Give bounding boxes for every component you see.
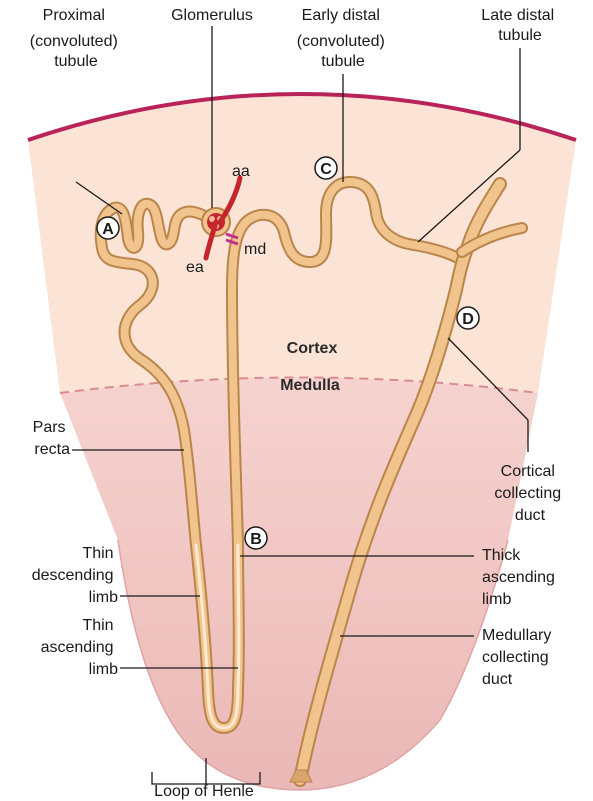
cortex-label: Cortex	[287, 340, 338, 357]
glomerulus-label: Glomerulus	[171, 7, 253, 24]
svg-text:C: C	[320, 161, 332, 178]
thin-ascending-label: Thin ascending limb	[41, 617, 119, 678]
loop-of-henle-label: Loop of Henle	[154, 783, 254, 800]
marker-b: B	[245, 527, 267, 549]
marker-a: A	[97, 217, 119, 239]
medullary-collecting-label: Medullary collecting duct	[482, 627, 556, 688]
svg-text:B: B	[250, 531, 262, 548]
medulla-region	[60, 378, 538, 791]
pars-recta-label: Pars recta	[33, 419, 70, 458]
svg-text:A: A	[102, 221, 114, 238]
macula-densa-label: md	[244, 241, 266, 258]
proximal-tubule-label: Proximal (convoluted) tubule	[30, 7, 123, 70]
marker-c: C	[315, 157, 337, 179]
marker-d: D	[457, 307, 479, 329]
efferent-arteriole-label: ea	[186, 259, 204, 276]
svg-text:D: D	[462, 311, 474, 328]
medulla-label: Medulla	[280, 377, 340, 394]
thick-ascending-label: Thick ascending limb	[482, 547, 559, 608]
late-distal-label: Late distal tubule	[481, 7, 558, 44]
afferent-arteriole-label: aa	[232, 163, 250, 180]
thin-descending-label: Thin descending limb	[32, 545, 118, 606]
early-distal-label: Early distal (convoluted) tubule	[297, 7, 390, 70]
